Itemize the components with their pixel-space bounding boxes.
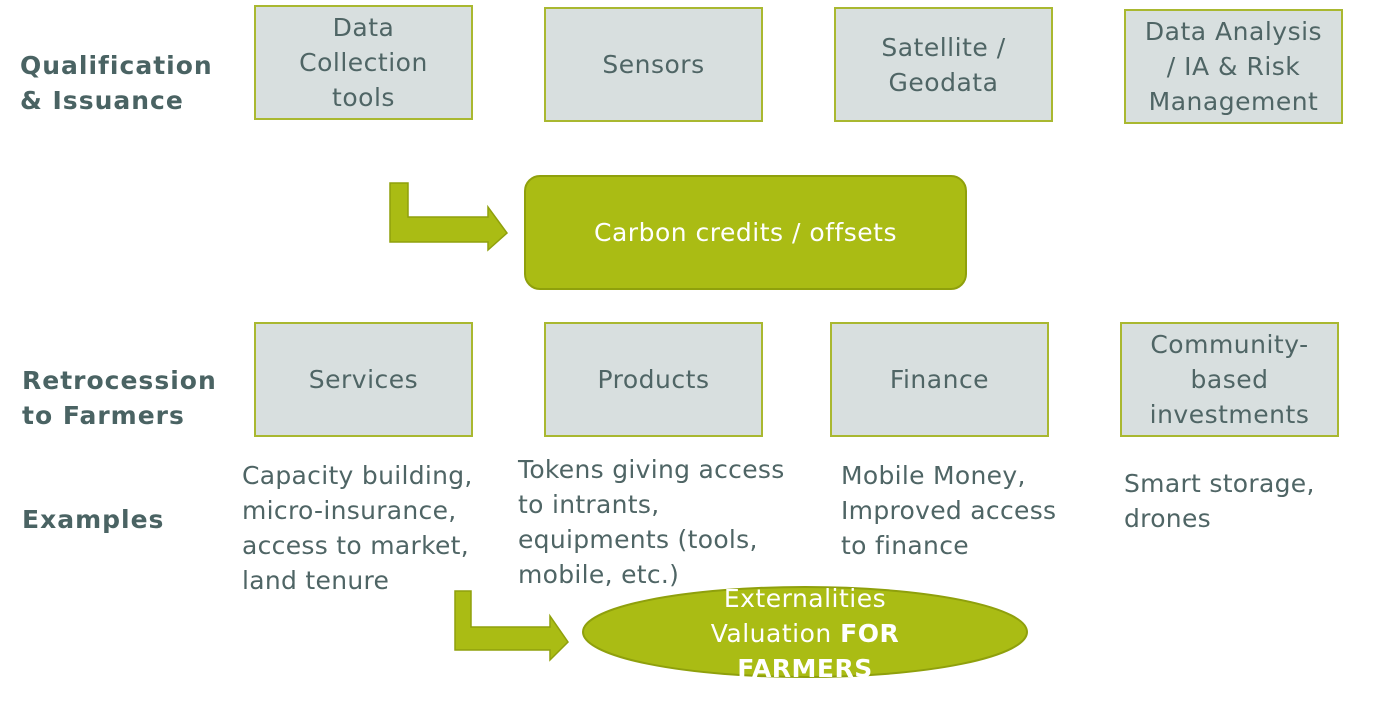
arrow-to-carbon-credits [389,182,509,252]
externalities-label: Externalities Valuation FOR FARMERS [583,581,1027,681]
externalities-line2: Valuation FOR FARMERS [583,616,1027,681]
box-sensors: Sensors [544,7,763,122]
box-products: Products [544,322,763,437]
box-data-analysis: Data Analysis / IA & Risk Management [1124,9,1343,124]
row-label-retrocession: Retrocession to Farmers [22,366,217,430]
box-community-investments: Community- based investments [1120,322,1339,437]
box-services: Services [254,322,473,437]
example-products: Tokens giving access to intrants, equipm… [518,455,785,589]
arrow-to-externalities [454,590,569,662]
carbon-credits-label: Carbon credits / offsets [594,218,897,247]
box-finance: Finance [830,322,1049,437]
row-label-examples: Examples [22,505,165,534]
externalities-for-farmers: FOR FARMERS [737,619,900,681]
externalities-ellipse [582,586,1028,678]
box-data-collection-tools: Data Collection tools [254,5,473,120]
example-community: Smart storage, drones [1124,469,1315,533]
example-finance: Mobile Money, Improved access to finance [841,461,1057,560]
box-satellite-geodata: Satellite / Geodata [834,7,1053,122]
example-services: Capacity building, micro-insurance, acce… [242,461,473,595]
carbon-credits-box: Carbon credits / offsets [524,175,967,290]
externalities-line1: Externalities [723,584,887,613]
row-label-qualification: Qualification & Issuance [20,51,213,115]
externalities-valuation: Valuation [710,619,841,648]
